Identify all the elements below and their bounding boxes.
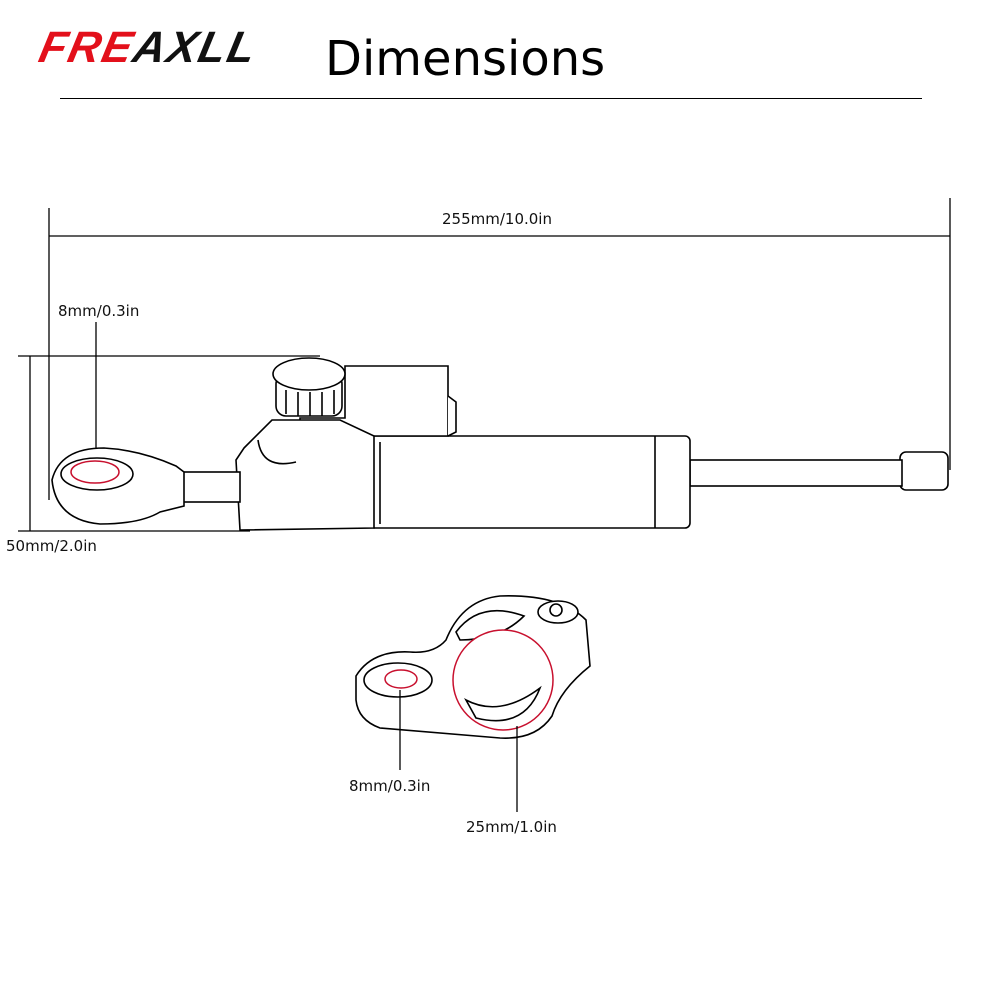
damper-dimension-lines <box>18 198 951 532</box>
length-label: 255mm/10.0in <box>442 210 552 228</box>
clamp-bore-label: 25mm/1.0in <box>466 818 557 836</box>
clamp-slot-lower <box>463 685 542 722</box>
clamp-hole-label: 8mm/0.3in <box>349 777 431 795</box>
clamp-bolt-socket <box>549 603 563 617</box>
header-divider <box>60 98 922 99</box>
height-label: 50mm/2.0in <box>6 537 97 555</box>
mount-clamp <box>355 595 591 739</box>
eye-diameter-label: 8mm/0.3in <box>58 302 140 320</box>
damper-head <box>235 419 375 531</box>
damper-rod-end <box>899 451 949 491</box>
adjuster-knob-top <box>272 357 346 391</box>
clamp-leader-lines <box>399 690 518 812</box>
eye-hole <box>70 460 120 484</box>
damper-cylinder <box>369 435 691 529</box>
damper-shaft-left <box>177 471 241 503</box>
clamp-hole <box>384 669 418 689</box>
reservoir-cap <box>447 395 457 437</box>
damper-rod <box>689 459 903 487</box>
page-title: Dimensions <box>325 31 606 87</box>
head-contour <box>257 439 297 465</box>
knob-grip-ridges <box>285 390 335 416</box>
steering-damper <box>51 357 949 531</box>
